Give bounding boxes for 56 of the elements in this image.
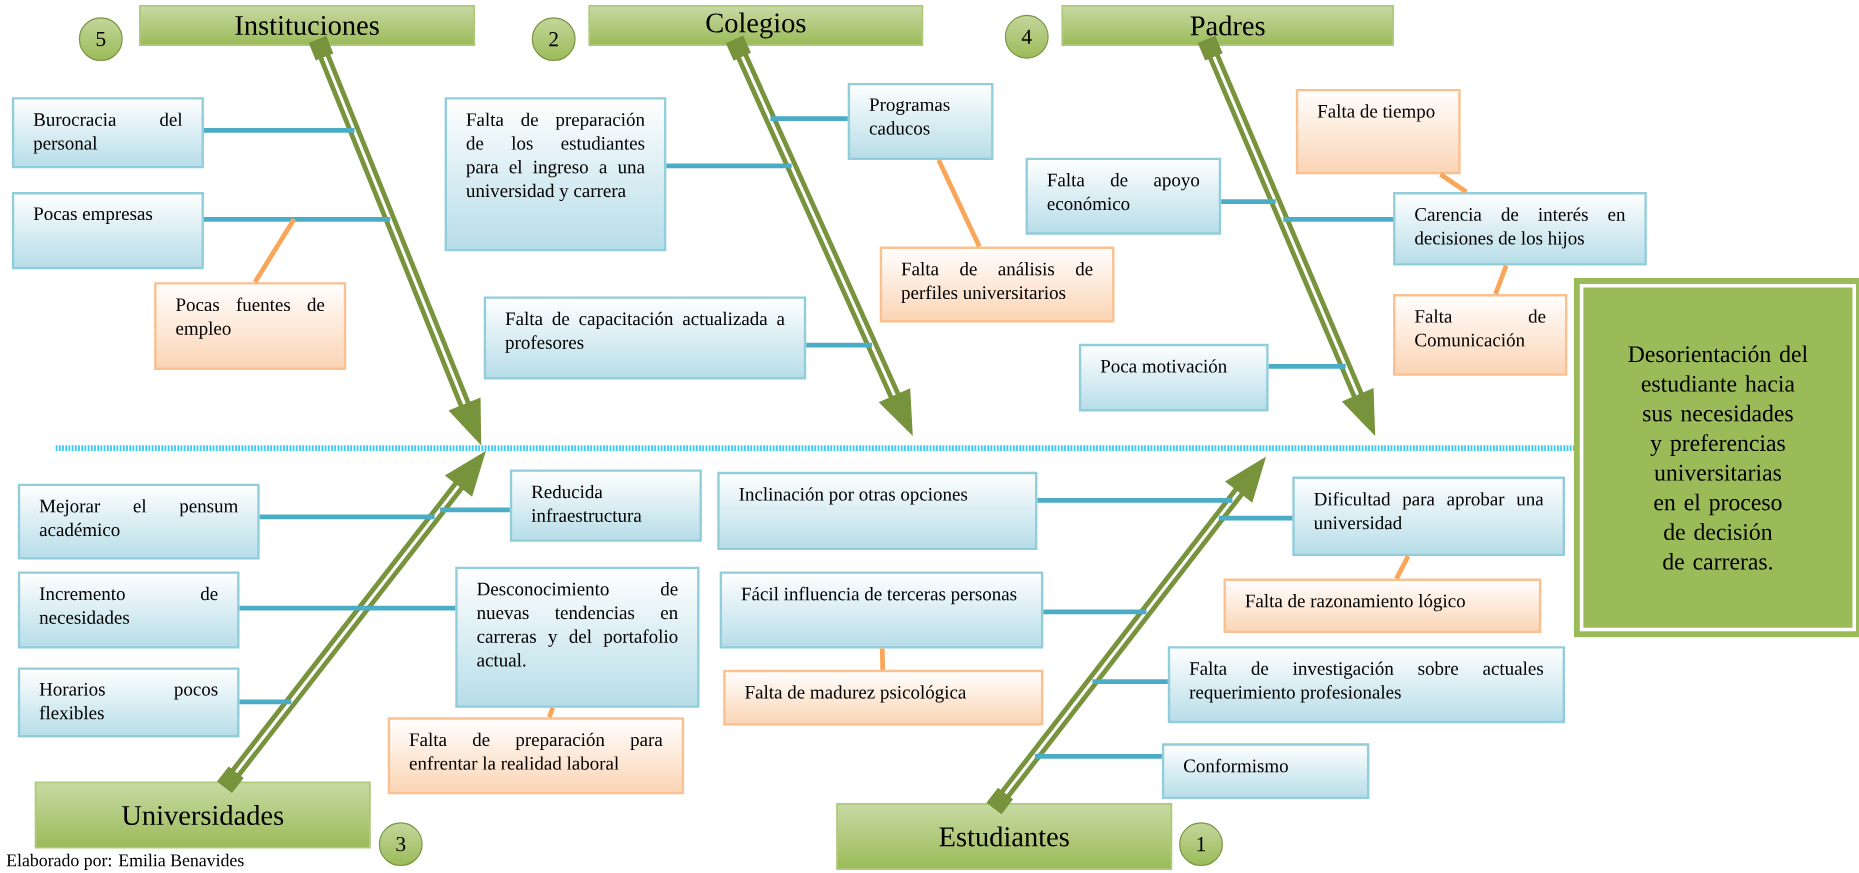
connector-line (936, 159, 982, 248)
connector-line (879, 648, 886, 671)
category-box: Colegios (588, 5, 924, 47)
category-box: Universidades (34, 781, 371, 849)
cause-box: Horarios pocos flexibles (17, 667, 240, 738)
cause-box: Falta de capacitación actualizada a profesores (483, 296, 807, 380)
subcause-box: Falta de madurez psicológica (723, 670, 1044, 726)
branch-line (1092, 679, 1168, 685)
branch-line (239, 606, 364, 611)
connector-line (1439, 172, 1468, 195)
cause-box: Carencia de interés en decisiones de los hijos (1393, 192, 1647, 266)
category-box: Estudiantes (836, 803, 1173, 871)
branch-line (1037, 498, 1233, 503)
subcause-box: Falta de preparación para enfrentar la realidad laboral (387, 717, 685, 795)
branch-line (1218, 515, 1293, 521)
cause-box: Falta de preparación de los estudiantes para el ingreso a una universidad y carrera (444, 97, 667, 252)
subcause-box: Falta de análisis de perfiles universitarios (879, 246, 1115, 323)
connector-line (1493, 264, 1509, 296)
branch-line (203, 217, 391, 222)
branch-line (770, 116, 848, 122)
cause-box: Conformismo (1161, 743, 1370, 800)
connector-line (547, 707, 555, 719)
cause-box: Dificultad para aprobar una universidad (1292, 476, 1565, 557)
branch-line (1283, 217, 1394, 222)
branch-line (363, 606, 456, 611)
branch-line (440, 507, 510, 513)
subcause-box: Pocas fuentes de empleo (154, 282, 347, 371)
branch-line (1268, 364, 1346, 369)
cause-box: Falta de apoyo económico (1025, 157, 1222, 235)
branch-line (806, 342, 872, 348)
problem-box: Desorientación del estudiante hacia sus necesidades y preferencias universitarias en el proceso de decisión de carreras. (1573, 278, 1859, 638)
connector-line (1394, 555, 1411, 580)
subcause-box: Falta de Comunicación (1393, 294, 1568, 377)
cause-box: Programas caducos (847, 83, 994, 161)
cause-box: Burocracia del personal (11, 97, 204, 169)
category-box: Padres (1061, 5, 1394, 47)
cause-box: Falta de investigación sobre actuales requerimiento profesionales (1167, 646, 1565, 724)
cause-box: Inclinación por otras opciones (717, 472, 1038, 551)
branch-line (1221, 199, 1276, 205)
cause-box: Pocas empresas (11, 192, 204, 270)
branch-line (1043, 609, 1147, 615)
subcause-box: Falta de razonamiento lógico (1223, 578, 1542, 634)
category-box: Instituciones (139, 5, 476, 47)
cause-box: Mejorar el pensum académico (17, 483, 260, 560)
branch-line (666, 163, 792, 169)
cause-box: Desconocimiento de nuevas tendencias en carreras y del portafolio actual. (455, 566, 700, 708)
branch-line (239, 699, 292, 705)
branch-line (203, 128, 355, 133)
cause-box: Poca motivación (1078, 344, 1269, 412)
connector-line (252, 218, 297, 284)
cause-box: Incremento de necesidades (17, 571, 240, 649)
cause-box: Fácil influencia de terceras personas (719, 571, 1044, 649)
branch-line (1034, 754, 1162, 759)
branch-line (259, 514, 435, 520)
cause-box: Reducida infraestructura (509, 469, 702, 542)
subcause-box: Falta de tiempo (1295, 89, 1461, 175)
